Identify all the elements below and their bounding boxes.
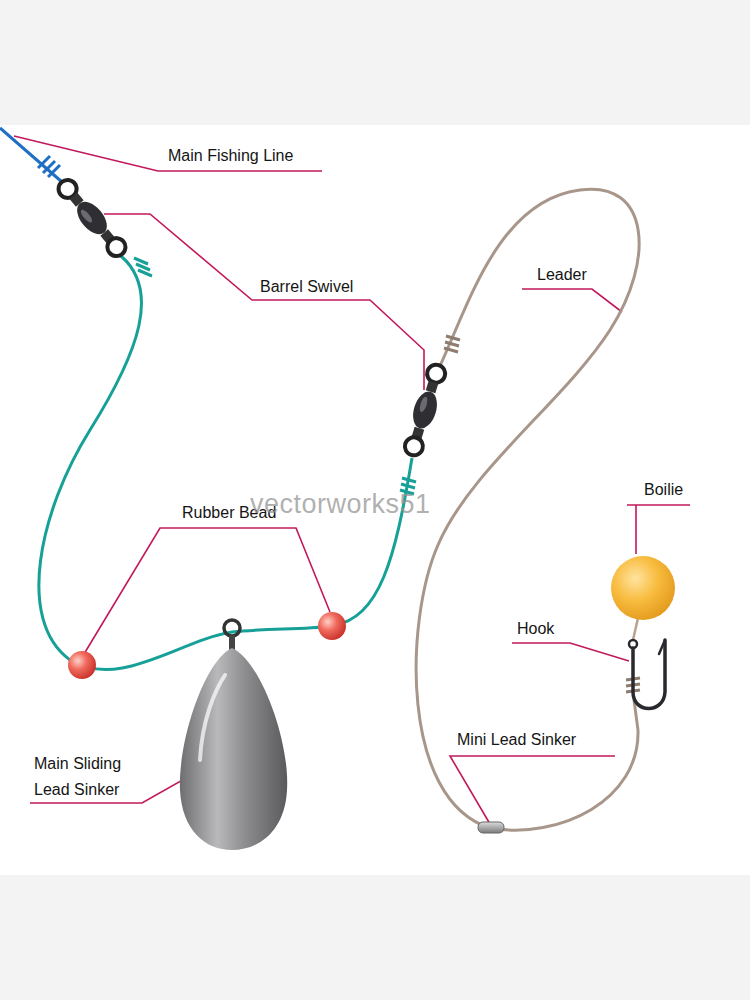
mini-sinker — [478, 822, 504, 833]
part-label: Leader — [537, 262, 587, 288]
rubber-bead — [68, 651, 96, 679]
sinker-line — [39, 256, 412, 669]
callout-lines — [14, 136, 690, 824]
barrel-swivel — [53, 175, 130, 261]
part-label: Mini Lead Sinker — [457, 727, 576, 753]
barrel-swivel — [401, 362, 450, 458]
part-label: Barrel Swivel — [260, 274, 353, 300]
knot-wraps — [134, 258, 416, 494]
part-label: Boilie — [644, 477, 683, 503]
hook — [629, 640, 665, 709]
knot-wraps — [38, 156, 60, 177]
leader-line — [522, 289, 622, 312]
hair — [633, 618, 638, 640]
knot-wraps — [444, 336, 640, 692]
main-line — [0, 128, 62, 182]
part-label: Hook — [517, 616, 554, 642]
part-label: Main Fishing Line — [168, 143, 293, 169]
leader-line — [84, 528, 330, 654]
rubber-bead — [318, 612, 346, 640]
hook-link — [416, 189, 639, 830]
watermark: vectorworks51 — [250, 491, 431, 517]
boilie — [611, 556, 675, 620]
part-label: Main Sliding Lead Sinker — [34, 751, 144, 803]
leader-line — [635, 505, 637, 554]
leader-line — [512, 643, 629, 661]
main-sinker — [180, 620, 287, 850]
leader-line — [104, 214, 424, 390]
leader-line — [450, 756, 615, 824]
bottom-band — [0, 875, 750, 1000]
top-band — [0, 0, 750, 125]
